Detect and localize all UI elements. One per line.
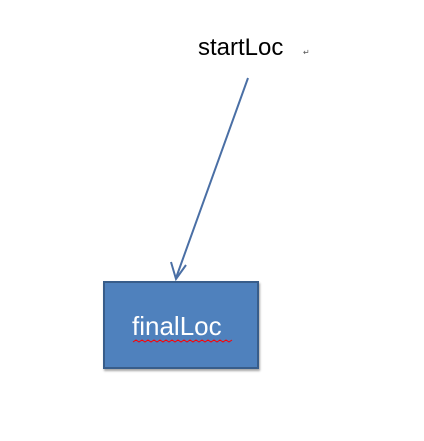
arrowhead [170, 261, 187, 282]
paragraph-mark-icon: ↵ [303, 48, 310, 57]
final-location-box [103, 281, 259, 369]
start-to-final-arrow-line [175, 77, 249, 279]
final-location-label: finalLoc [132, 311, 222, 341]
start-location-label: startLoc [198, 34, 284, 61]
